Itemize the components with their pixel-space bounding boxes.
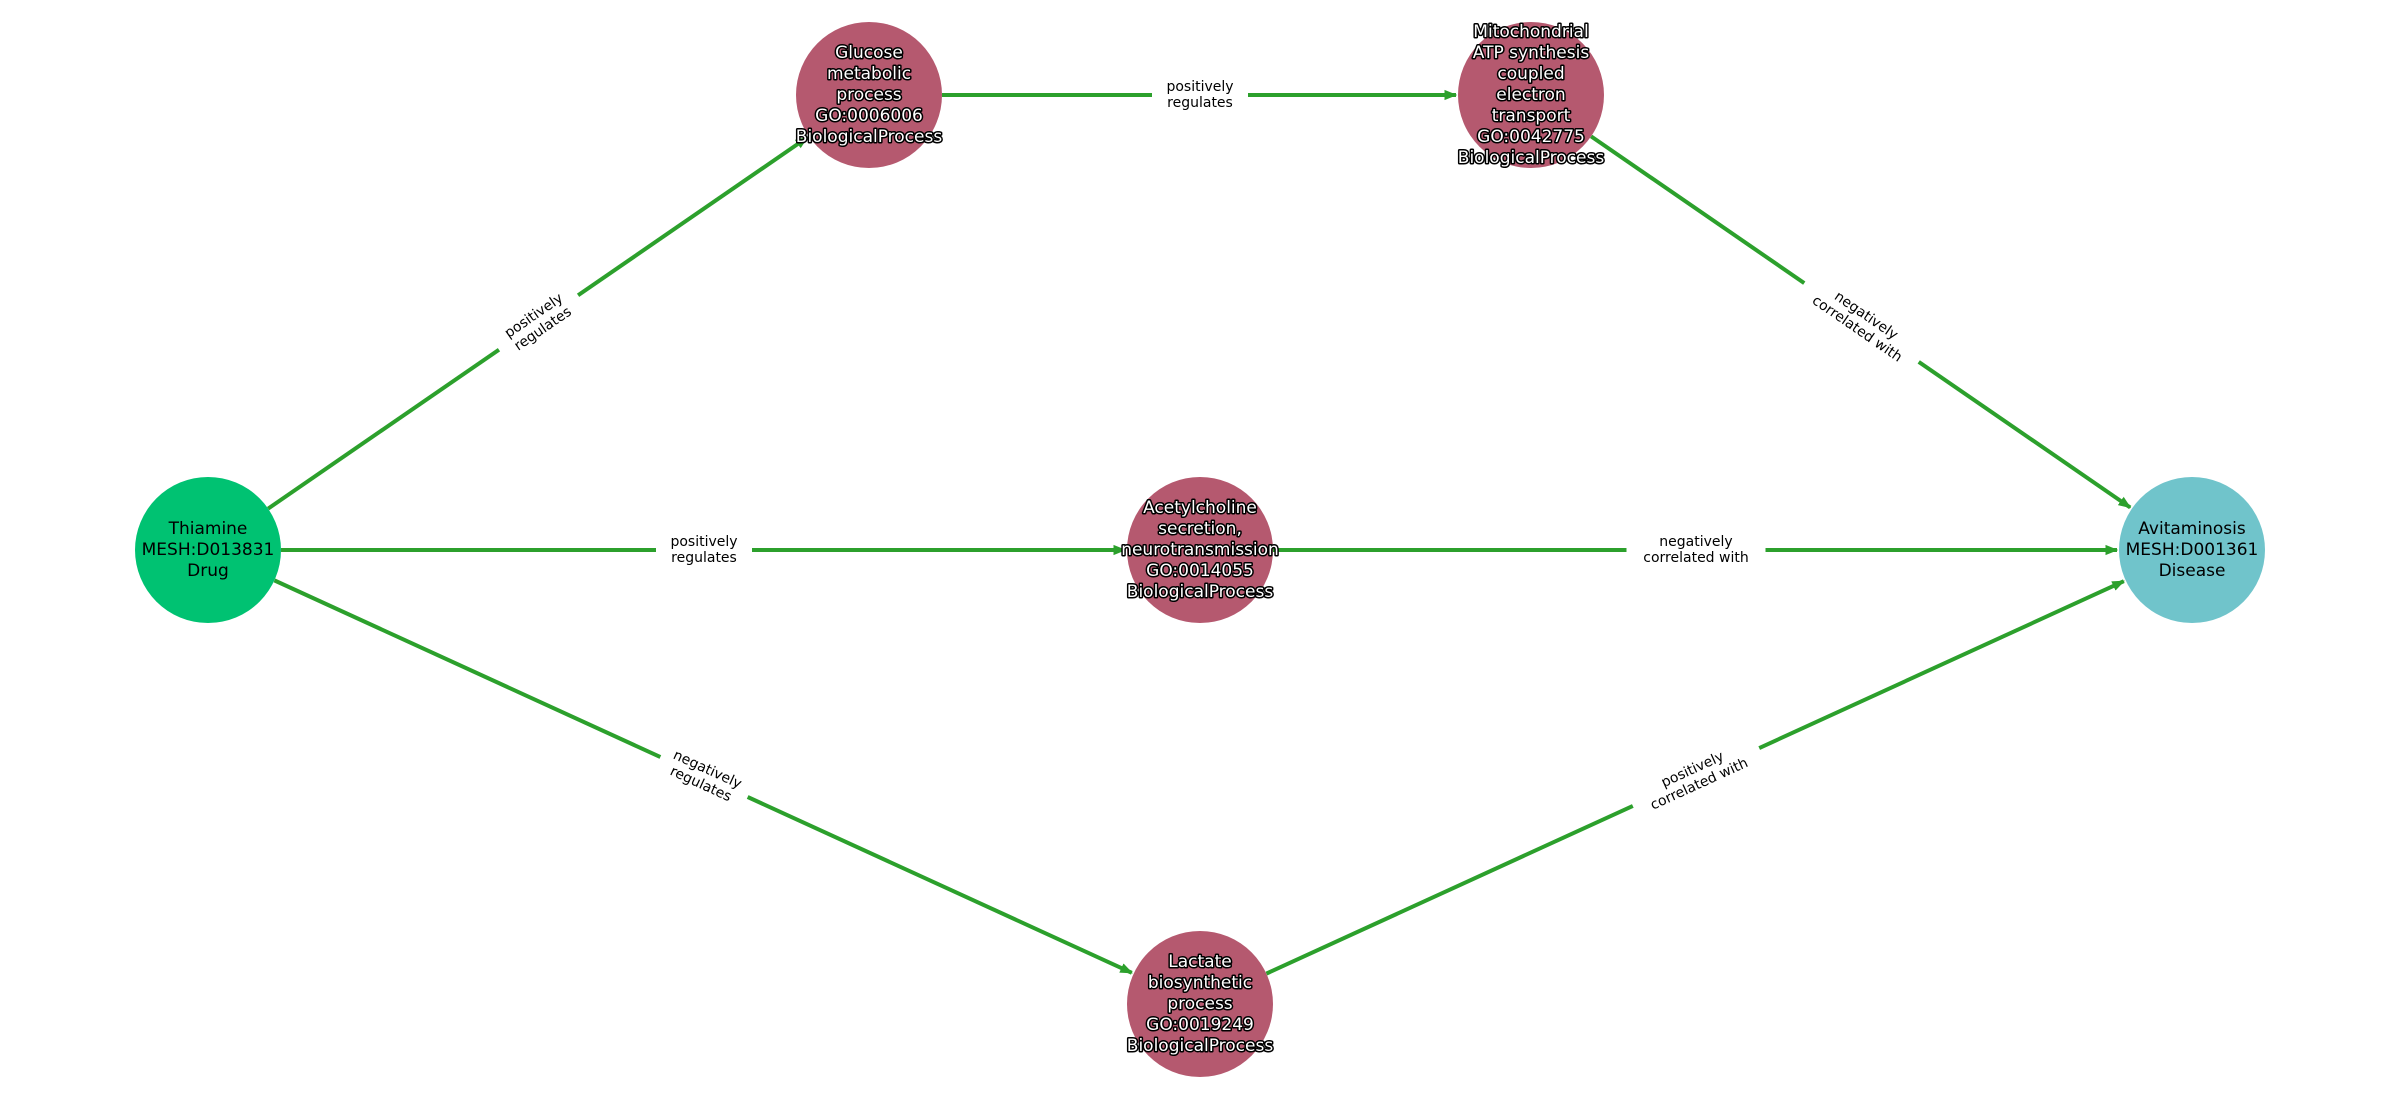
edge-label-line: regulates: [1167, 95, 1233, 111]
node-label-line: Avitaminosis: [2138, 519, 2246, 539]
node-label-line: Thiamine: [168, 519, 248, 539]
node-label-line: metabolic: [827, 64, 911, 84]
node-label-line: MESH:D013831: [142, 540, 275, 560]
node-circle[interactable]: [2119, 477, 2265, 623]
node-label-line: biosynthetic: [1148, 973, 1252, 993]
node-circle[interactable]: [1127, 931, 1273, 1077]
node-lactate[interactable]: LactatebiosyntheticprocessGO:0019249Biol…: [1125, 931, 1275, 1077]
node-label-line: neurotransmission: [1121, 540, 1279, 560]
node-acetyl[interactable]: Acetylcholinesecretion,neurotransmission…: [1120, 477, 1280, 623]
node-label-line: ATP synthesis: [1473, 43, 1590, 63]
node-circle[interactable]: [796, 22, 942, 168]
node-label-line: Acetylcholine: [1143, 498, 1257, 518]
node-circle[interactable]: [135, 477, 281, 623]
node-circle[interactable]: [1127, 477, 1273, 623]
node-label-line: Drug: [187, 561, 229, 581]
node-label-line: BiologicalProcess: [1458, 148, 1605, 168]
node-label-line: MESH:D001361: [2126, 540, 2259, 560]
node-label-line: BiologicalProcess: [1127, 1036, 1274, 1056]
node-label-line: BiologicalProcess: [796, 127, 943, 147]
edge-label-line: positively: [670, 534, 737, 550]
node-label-line: GO:0019249: [1146, 1015, 1254, 1035]
node-label-line: GO:0042775: [1477, 127, 1585, 147]
edge-label-line: negatively: [1659, 534, 1732, 550]
node-label-line: Mitochondrial: [1473, 22, 1588, 42]
node-circle[interactable]: [1458, 22, 1604, 168]
node-label-line: transport: [1492, 106, 1571, 126]
edge-labels: positivelyregulatespositivelyregulatesne…: [488, 76, 1930, 824]
edge-label-line: positively: [1166, 79, 1233, 95]
node-label-line: GO:0014055: [1146, 561, 1254, 581]
node-glucose[interactable]: GlucosemetabolicprocessGO:0006006Biologi…: [794, 22, 944, 168]
node-label-line: secretion,: [1158, 519, 1242, 539]
edge-label-line: correlated with: [1643, 550, 1748, 566]
edge-label-line: regulates: [671, 550, 737, 566]
node-label-line: electron: [1496, 85, 1565, 105]
node-label-line: coupled: [1497, 64, 1564, 84]
node-label-line: BiologicalProcess: [1127, 582, 1274, 602]
node-label-line: GO:0006006: [815, 106, 923, 126]
node-label-line: Lactate: [1168, 952, 1231, 972]
node-label-line: process: [836, 85, 901, 105]
node-label-line: Disease: [2159, 561, 2226, 581]
node-label-line: process: [1167, 994, 1232, 1014]
node-label-line: Glucose: [835, 43, 903, 63]
